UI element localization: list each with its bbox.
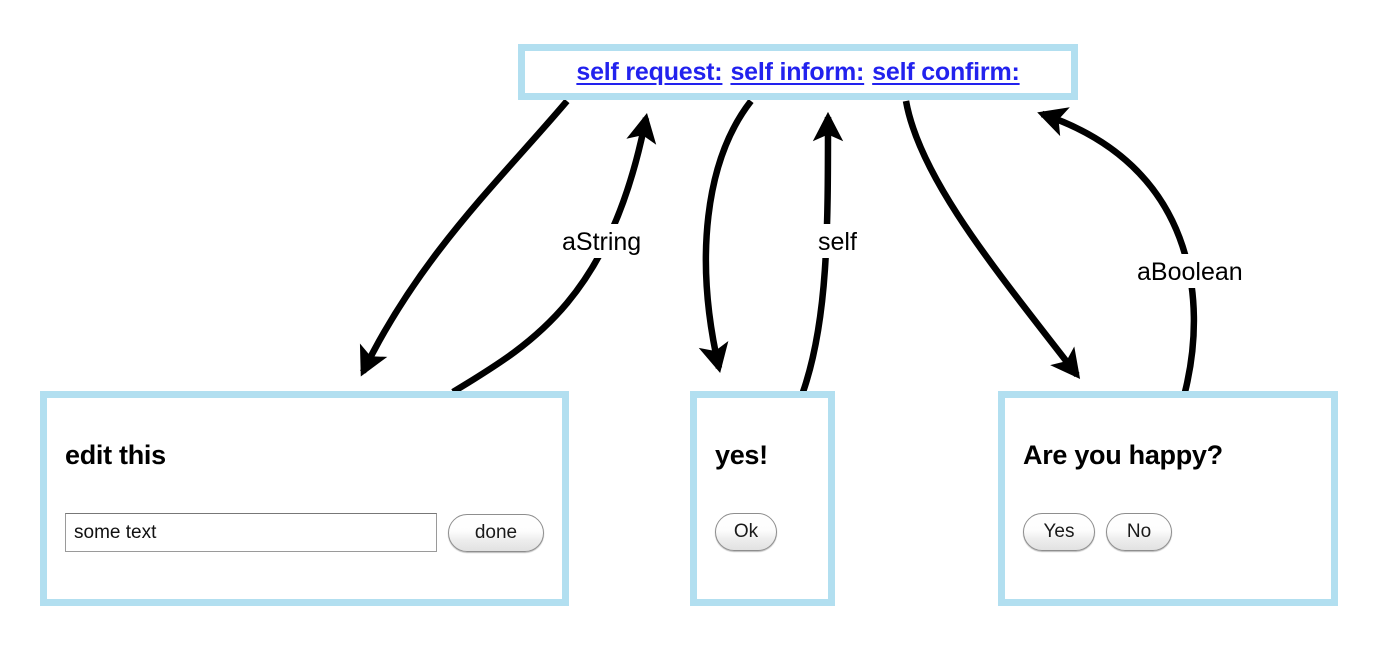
arrow-inform-in [799,111,844,394]
request-panel-title: edit this [65,440,166,470]
arrow-inform-out [698,99,754,373]
yes-button[interactable]: Yes [1023,513,1095,551]
arrow-label-self-text: self [818,228,857,256]
selector-link-inform[interactable]: self inform: [730,57,865,86]
confirm-panel-inner: Are you happy? Yes No [1005,398,1331,599]
arrow-request-in [451,113,657,395]
inform-panel-inner: yes! Ok [697,398,828,599]
selector-link-confirm[interactable]: self confirm: [872,57,1020,86]
arrow-label-astring-text: aString [562,228,641,256]
selector-link-request[interactable]: self request: [576,57,723,86]
done-button[interactable]: done [448,513,544,552]
arrow-label-self: self [812,224,868,258]
arrow-label-aboolean: aBoolean [1131,254,1259,288]
selectors-panel: self request: self inform: self confirm: [518,44,1078,100]
arrow-confirm-in [1037,107,1198,393]
confirm-panel-title: Are you happy? [1023,440,1223,470]
arrow-label-astring: aString [556,224,668,258]
request-panel-controls: done [65,513,544,552]
arrow-request-out [359,98,570,377]
ok-button[interactable]: Ok [715,513,777,551]
inform-panel-title: yes! [715,440,768,470]
confirm-panel-controls: Yes No [1023,513,1313,551]
no-button[interactable]: No [1106,513,1172,551]
request-text-input[interactable] [65,513,437,552]
confirm-panel: Are you happy? Yes No [998,391,1338,606]
inform-panel-controls: Ok [715,513,810,551]
arrow-label-aboolean-text: aBoolean [1137,258,1243,286]
request-panel-inner: edit this done [47,398,562,599]
arrow-confirm-out [902,100,1081,380]
selector-row: self request: self inform: self confirm: [576,58,1019,87]
request-panel: edit this done [40,391,569,606]
inform-panel: yes! Ok [690,391,835,606]
